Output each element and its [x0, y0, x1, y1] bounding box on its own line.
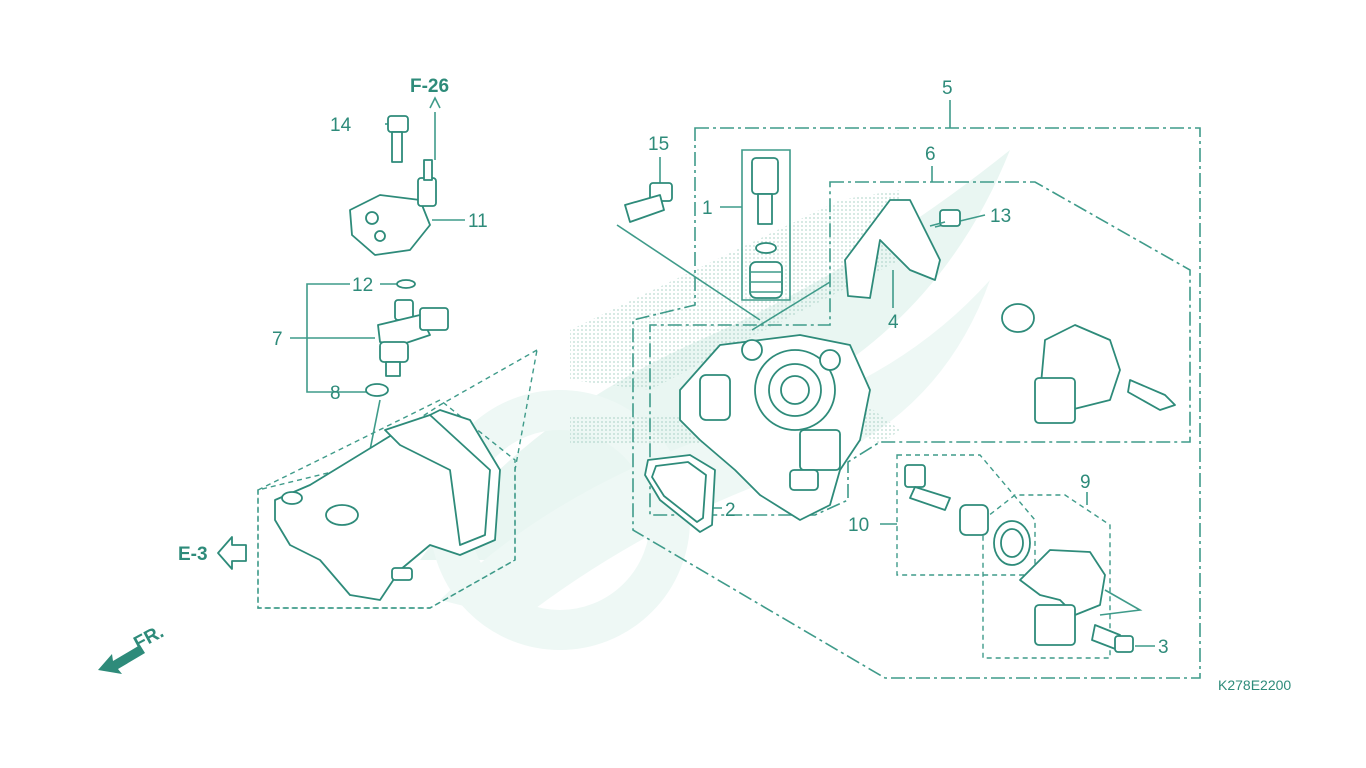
part-14-bolt [387, 115, 409, 163]
front-arrow-icon [98, 645, 145, 674]
part-12-o-ring [396, 279, 416, 289]
reference-e3: E-3 [178, 536, 247, 570]
callout-3: 3 [1158, 637, 1169, 658]
part-3-screw [1091, 624, 1134, 653]
front-direction-indicator: FR. [98, 622, 167, 674]
callout-labels: 14 11 12 7 8 15 1 5 6 13 4 2 9 10 3 [272, 78, 1169, 658]
insulator-manifold [274, 409, 501, 601]
callout-12: 12 [352, 275, 373, 296]
part-7-injector [377, 299, 449, 377]
callout-9: 9 [1080, 472, 1091, 493]
callout-6: 6 [925, 144, 936, 165]
part-4-bracket [844, 199, 941, 299]
callout-8: 8 [330, 383, 341, 404]
callout-11: 11 [468, 211, 488, 232]
callout-13: 13 [990, 206, 1011, 227]
callout-14: 14 [330, 115, 352, 136]
callout-1: 1 [702, 198, 713, 219]
callout-5: 5 [942, 78, 953, 99]
reference-f26: F-26 [410, 76, 449, 109]
tps-sensor [1001, 303, 1176, 424]
part-15-screw [624, 182, 673, 223]
part-9-iacv-sensor [1019, 549, 1106, 646]
callout-15: 15 [648, 134, 669, 155]
part-10-spring-kit [904, 464, 1031, 566]
part-2-gasket [644, 454, 716, 533]
part-11-map-sensor [349, 159, 437, 256]
part-13-screw [929, 209, 961, 227]
ref-f26-label: F-26 [410, 76, 449, 97]
diagram-code: K278E2200 [1218, 677, 1291, 693]
part-8-seal [365, 383, 389, 397]
callout-10: 10 [848, 515, 869, 536]
throttle-body [679, 334, 871, 521]
callout-7: 7 [272, 329, 283, 350]
callout-4: 4 [888, 312, 899, 333]
part-1-adjust-screw [749, 157, 783, 299]
ref-e3-label: E-3 [178, 544, 208, 565]
callout-2: 2 [725, 500, 736, 521]
assembly-group-lines [257, 127, 1201, 679]
ref-e3-arrow-icon [217, 536, 247, 570]
